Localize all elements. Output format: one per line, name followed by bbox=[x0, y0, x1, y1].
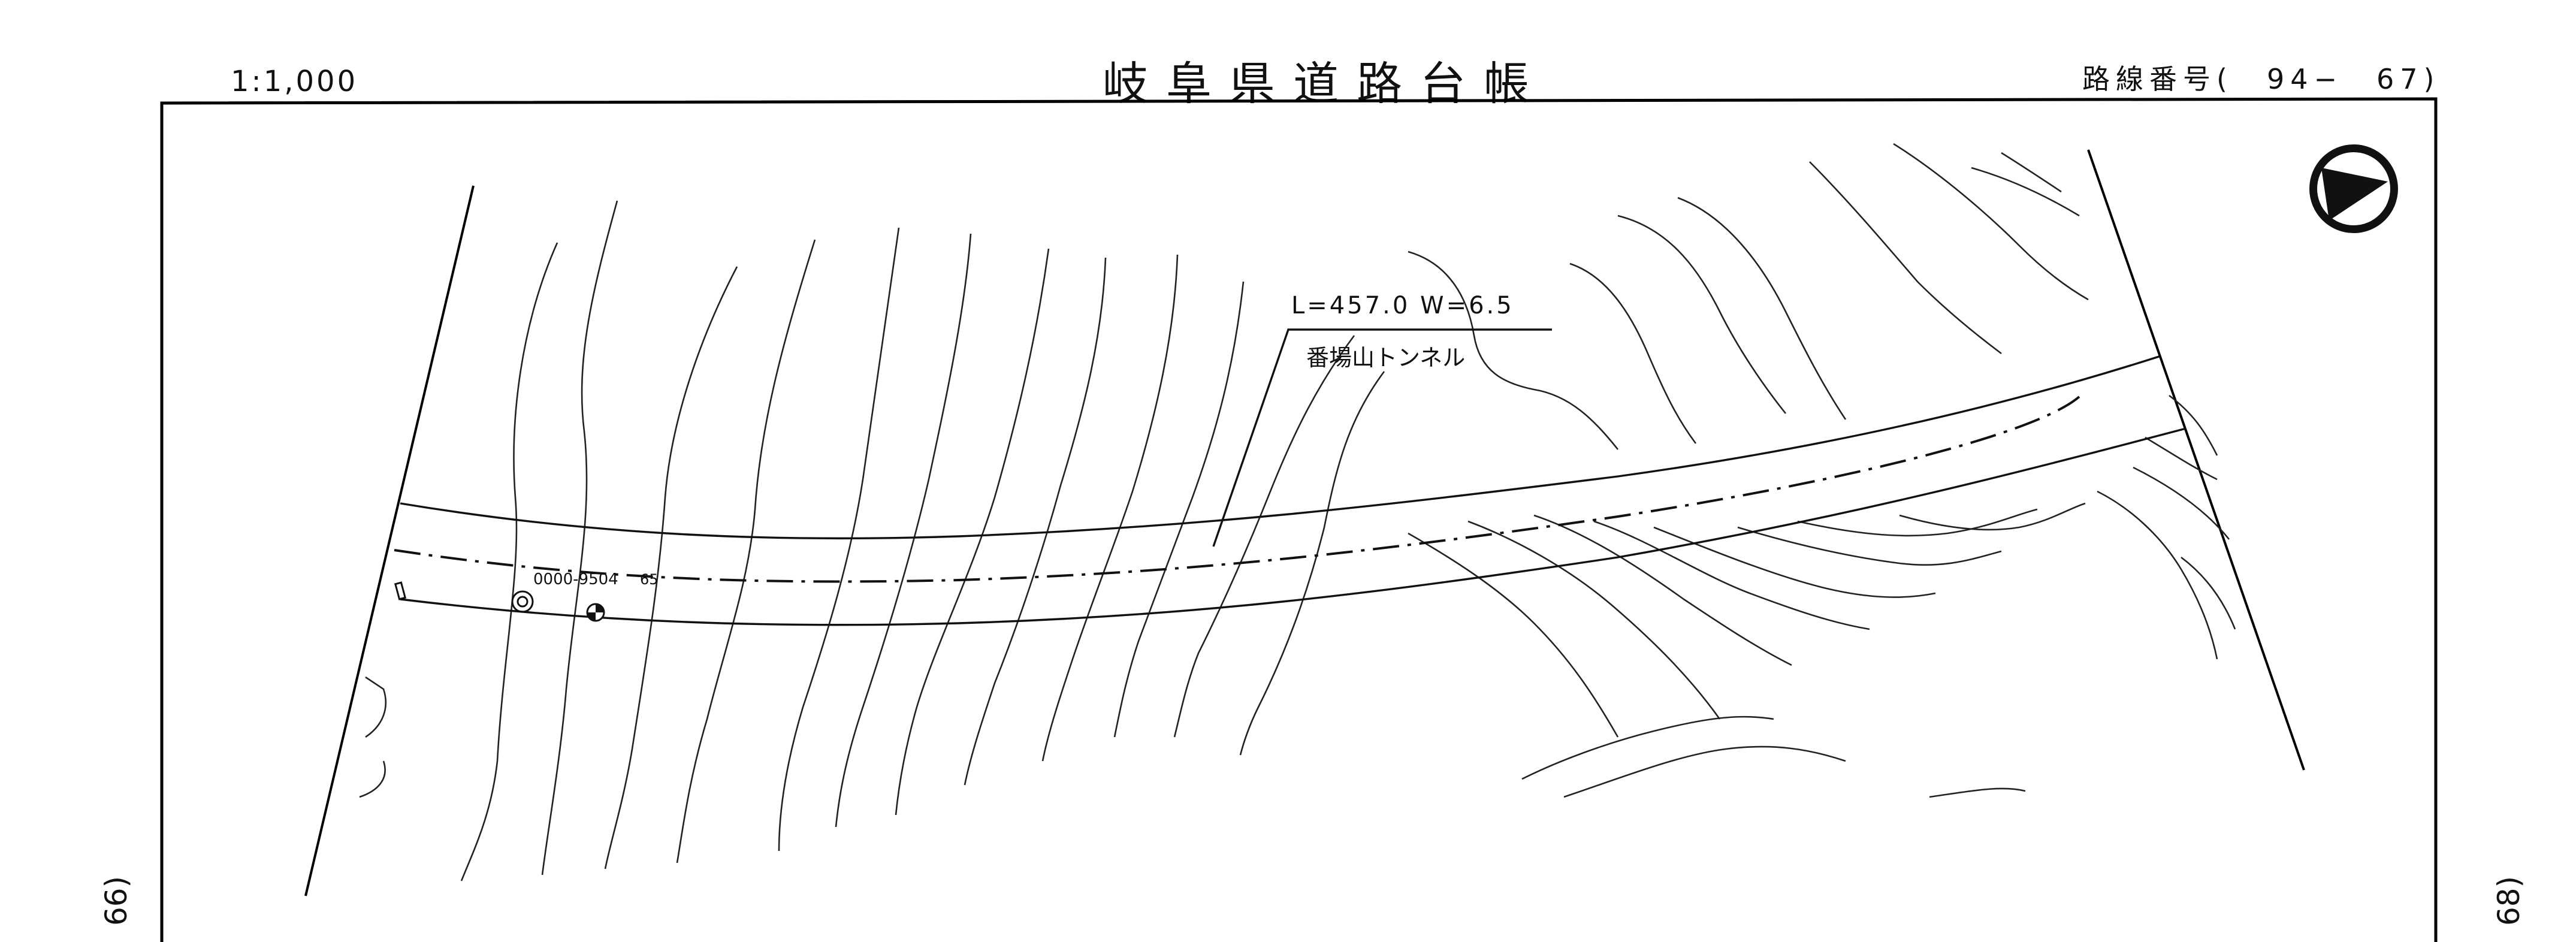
survey-point-icon bbox=[511, 590, 534, 613]
tunnel-dimensions: L=457.0 W=6.5 bbox=[1291, 292, 1514, 319]
match-line-left bbox=[304, 185, 475, 896]
tunnel-name: 番場山トンネル bbox=[1306, 345, 1465, 371]
road-edge-lower bbox=[400, 427, 2187, 626]
map-frame bbox=[160, 97, 2438, 942]
route-number: 路線番号( 94− 67) bbox=[2082, 63, 2441, 95]
match-line-right bbox=[2087, 149, 2305, 771]
sign-post-icon bbox=[394, 581, 407, 600]
station-code: 0000-9504 bbox=[533, 570, 618, 588]
station-mark: 65 bbox=[640, 571, 659, 588]
road bbox=[394, 355, 2187, 626]
benchmark-icon bbox=[586, 603, 605, 622]
scale-label: 1:1,000 bbox=[231, 65, 358, 98]
north-arrow-icon bbox=[2309, 144, 2398, 233]
tunnel-leader-line bbox=[1212, 328, 1552, 547]
road-centerline bbox=[394, 395, 2080, 583]
road-edge-upper bbox=[400, 355, 2160, 540]
contour-lines bbox=[359, 143, 2236, 881]
